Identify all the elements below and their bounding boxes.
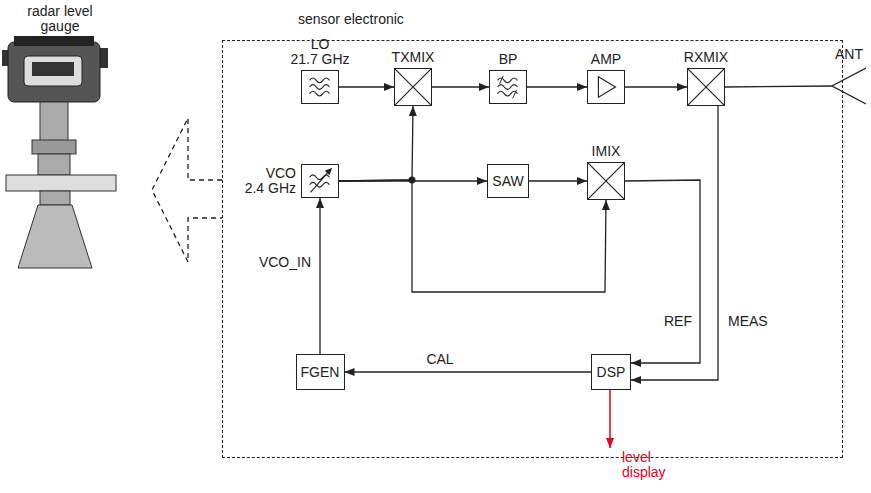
ant-symbol bbox=[832, 66, 866, 106]
text-group: sensor electronic bbox=[298, 12, 404, 27]
signal-name: CAL bbox=[424, 352, 455, 367]
text-group: SAW bbox=[488, 165, 528, 197]
signal-connector bbox=[725, 86, 832, 87]
signal-connector bbox=[631, 106, 718, 380]
osc-symbol bbox=[302, 71, 338, 103]
mixer-box: TXMIX bbox=[394, 68, 432, 106]
housing-cap bbox=[14, 36, 94, 46]
part-name: AMP bbox=[591, 52, 621, 67]
horn-antenna bbox=[18, 205, 92, 268]
signal-name: VCO_IN bbox=[257, 255, 313, 270]
part-name: RXMIX bbox=[684, 50, 728, 65]
output-label: level display bbox=[622, 450, 682, 480]
text-group: LO21.7 GHz bbox=[290, 37, 349, 67]
part-name: ANT bbox=[835, 47, 863, 62]
box-label: FGEN bbox=[301, 365, 340, 380]
tube bbox=[38, 154, 70, 175]
signal-connector bbox=[339, 180, 606, 292]
housing bbox=[8, 42, 100, 102]
mix-symbol bbox=[395, 69, 431, 105]
vco-symbol bbox=[302, 165, 338, 197]
text-group: BP bbox=[499, 52, 518, 67]
process-box: DSP bbox=[591, 354, 631, 390]
part-name: IMIX bbox=[592, 144, 621, 159]
text-group: AMP bbox=[591, 52, 621, 67]
text-group: DSP bbox=[592, 355, 630, 389]
signal-name: REF bbox=[662, 314, 694, 329]
enclosure-frame: sensor electronicLO21.7 GHzTXMIXBPAMPRXM… bbox=[222, 40, 843, 458]
antenna-symbol: ANT bbox=[832, 66, 866, 106]
signal-name: MEAS bbox=[726, 314, 770, 329]
signal-connector bbox=[345, 371, 592, 372]
part-name: 21.7 GHz bbox=[290, 52, 349, 67]
signal-connector bbox=[339, 106, 413, 181]
text-group: IMIX bbox=[592, 144, 621, 159]
device-label: radar level gauge bbox=[8, 4, 112, 34]
signal-connector bbox=[319, 198, 320, 354]
text-group: RXMIX bbox=[684, 50, 728, 65]
output-arrow bbox=[609, 390, 611, 448]
signal-connector bbox=[527, 86, 587, 87]
mixer-box: IMIX bbox=[587, 162, 625, 200]
part-name: TXMIX bbox=[392, 50, 435, 65]
filter-box: BP bbox=[489, 70, 527, 104]
box-label: DSP bbox=[597, 365, 626, 380]
display-window bbox=[24, 56, 82, 86]
oscillator-box: LO21.7 GHz bbox=[301, 70, 339, 104]
signal-connector bbox=[625, 86, 687, 87]
mix-symbol bbox=[588, 163, 624, 199]
text-group: TXMIX bbox=[392, 50, 435, 65]
amp-symbol bbox=[588, 71, 624, 103]
radar-gauge-illustration bbox=[2, 36, 116, 268]
process-box: SAW bbox=[487, 164, 529, 198]
signal-connector bbox=[339, 86, 394, 87]
part-name: BP bbox=[499, 52, 518, 67]
part-name: VCO bbox=[245, 166, 296, 181]
part-name: 2.4 GHz bbox=[245, 181, 296, 196]
process-box: FGEN bbox=[296, 354, 345, 390]
horn-neck bbox=[40, 191, 70, 205]
display bbox=[32, 62, 74, 76]
signal-connector bbox=[432, 86, 489, 87]
signal-connector bbox=[529, 180, 587, 181]
neck bbox=[40, 102, 68, 142]
collar bbox=[32, 140, 76, 154]
mixer-box: RXMIX bbox=[687, 68, 725, 106]
mix-symbol bbox=[688, 69, 724, 105]
text-group: FGEN bbox=[297, 355, 344, 389]
zoom-arrow bbox=[152, 118, 222, 262]
part-name: sensor electronic bbox=[298, 12, 404, 27]
text-group: VCO2.4 GHz bbox=[245, 166, 296, 196]
amplifier-box: AMP bbox=[587, 70, 625, 104]
box-label: SAW bbox=[492, 174, 523, 189]
flange bbox=[6, 175, 116, 191]
signal-connector bbox=[625, 180, 700, 363]
text-group: ANT bbox=[835, 47, 863, 62]
part-name: LO bbox=[290, 37, 349, 52]
bp-symbol bbox=[490, 71, 526, 103]
vco-box: VCO2.4 GHz bbox=[301, 164, 339, 198]
